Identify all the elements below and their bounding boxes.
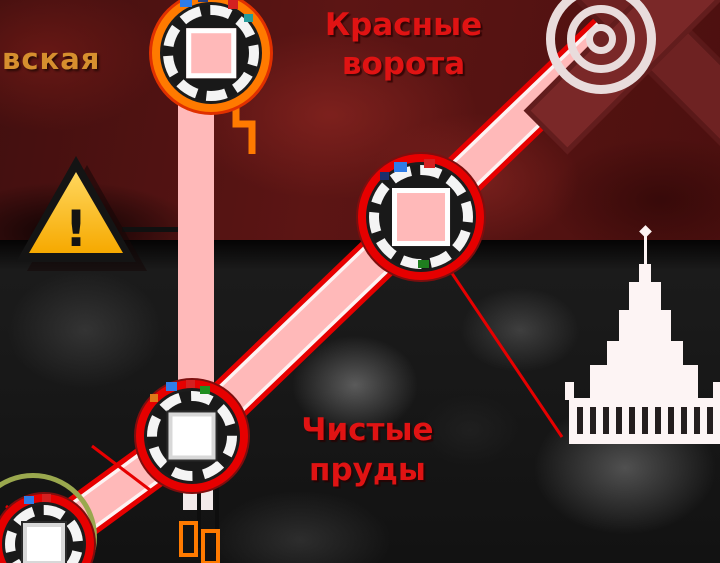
ring-center [586,24,616,54]
station-core [23,523,65,563]
station-pip [166,382,177,391]
station-pip [42,494,51,502]
ring-middle [567,5,635,73]
label-line: Красные [324,7,483,43]
station-pip [24,496,34,504]
station-pip [424,159,435,168]
metro-line-vertical [178,78,214,436]
warning-connector-line [122,227,180,232]
construction-marker [201,529,220,563]
label-line: ворота [341,46,466,82]
station-pip [380,172,389,180]
label-line: Чистые [301,412,434,448]
construction-marker [179,521,198,557]
warning-marker[interactable]: ! [16,156,147,271]
station-core [186,28,236,78]
station-label-partial: вская [2,42,101,76]
label-line: пруды [309,452,426,488]
station-pip [394,162,407,172]
station-pip [180,0,192,7]
station-pip [186,380,195,388]
station-pip [418,260,429,268]
ring-outer [546,0,656,94]
station-marker-interchange[interactable] [358,154,484,280]
station-pip [198,0,208,2]
station-core [392,188,450,246]
station-core [168,412,216,460]
station-marker-krasnye-vorota[interactable] [152,0,270,112]
station-tick-ring [147,391,237,481]
station-pip [228,0,238,9]
station-marker-chistye-prudy[interactable] [136,380,248,492]
building-windows [577,407,713,434]
building-spire-star [639,225,652,238]
station-pip [244,14,253,22]
station-rings-marker[interactable] [546,0,656,94]
station-marker-bottom-left[interactable] [0,494,94,563]
station-pip [200,386,210,394]
callout-line [435,250,564,438]
warning-exclamation: ! [64,200,88,258]
landmark-building-silhouette [565,225,720,444]
station-label-chistye-prudy: Чистые пруды [280,410,455,490]
station-pip [150,394,158,402]
thin-line-segment [91,444,151,492]
station-label-krasnye-vorota: Красные ворота [316,6,491,84]
